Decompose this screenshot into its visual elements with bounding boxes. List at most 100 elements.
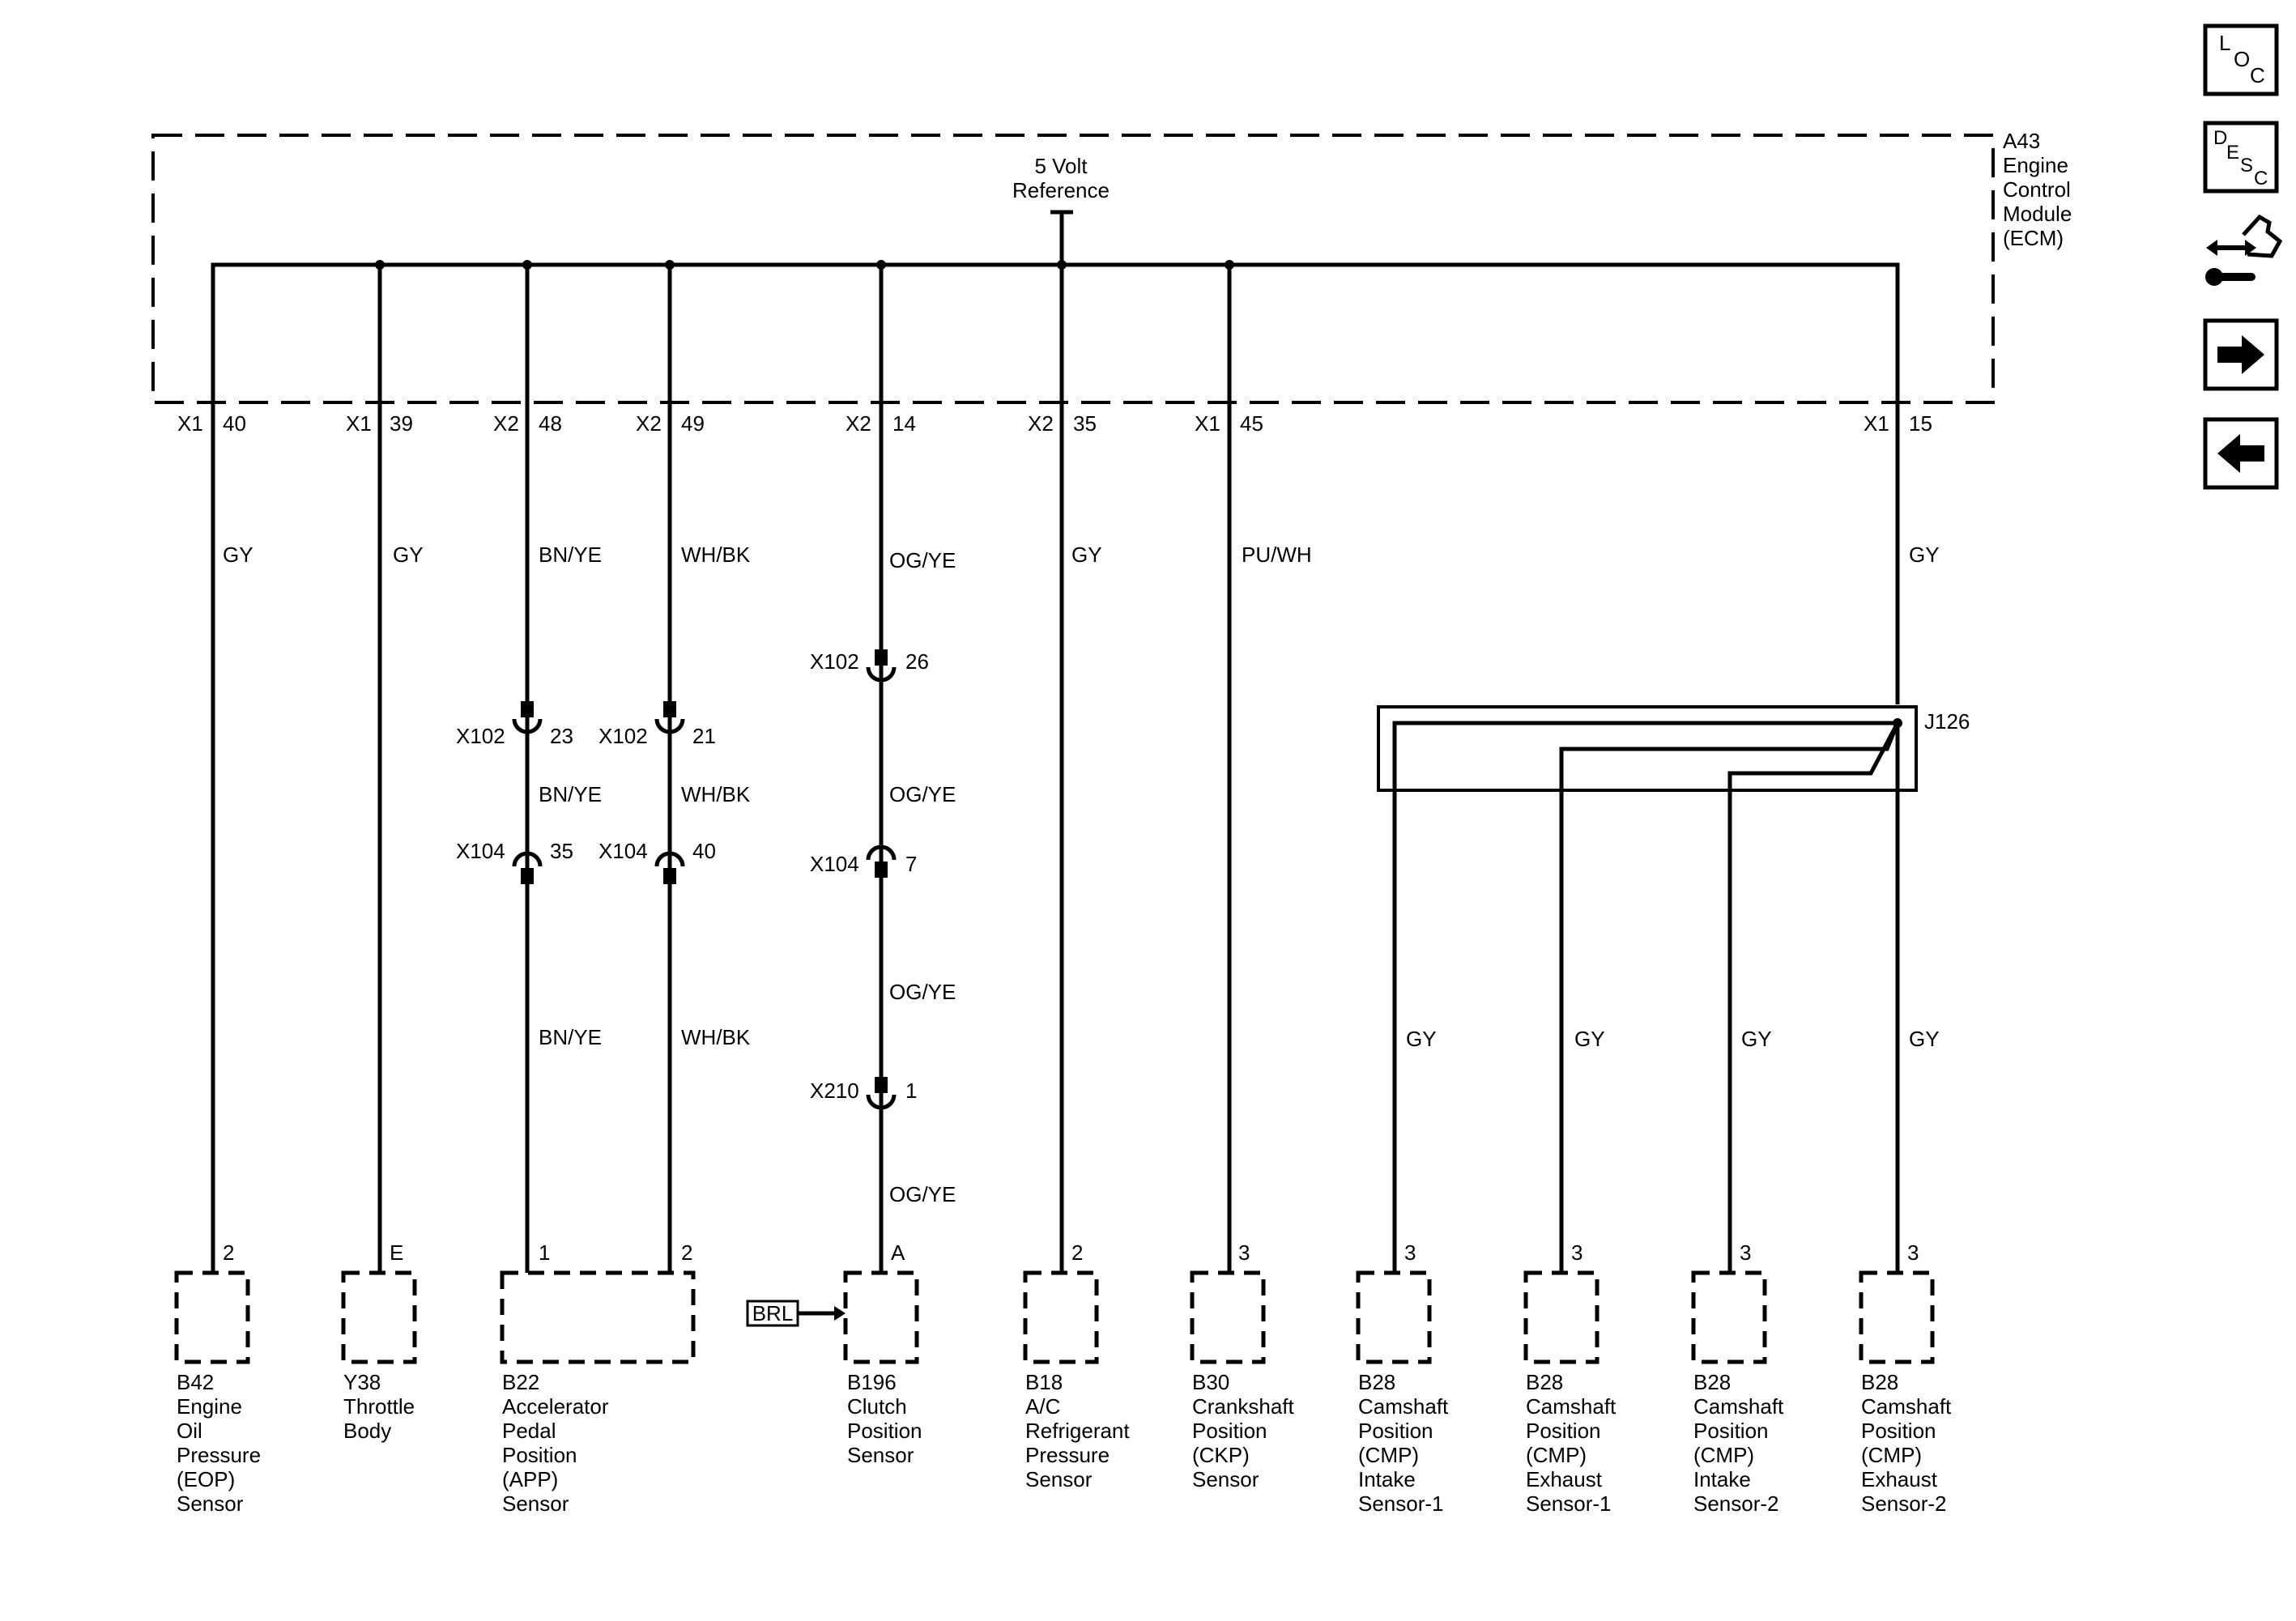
wire-color-label: GY <box>1909 1027 1940 1051</box>
device-label-line: (CKP) <box>1192 1443 1250 1467</box>
inline-connector-label: X102 <box>456 724 505 748</box>
device-label-line: B18 <box>1025 1370 1063 1394</box>
wire-color-label: GY <box>393 542 424 567</box>
previous-arrow-icon[interactable] <box>2203 417 2279 490</box>
device-outline <box>341 1270 417 1364</box>
inline-pin-label: 40 <box>692 839 716 863</box>
device-label-line: B28 <box>1861 1370 1898 1394</box>
connector-pin-symbol <box>663 868 676 884</box>
device-label-line: B28 <box>1693 1370 1731 1394</box>
wire-color-label: GY <box>1071 542 1102 567</box>
device-outline <box>500 1270 696 1364</box>
device-label-line: Position <box>1192 1419 1267 1443</box>
device-label-line: Crankshaft <box>1192 1394 1294 1419</box>
device-pin-label: 3 <box>1907 1240 1919 1265</box>
device-outline <box>1190 1270 1266 1364</box>
connector-socket-symbol <box>512 851 543 867</box>
device-label-line: B42 <box>177 1370 214 1394</box>
device-label-line: Intake <box>1693 1467 1751 1491</box>
double-arrow-right-head <box>2245 240 2256 256</box>
ecm-connector-label: X2 <box>493 411 519 436</box>
loc-letter: L <box>2219 31 2230 55</box>
device-outline <box>1523 1270 1600 1364</box>
device-b30-ckp-sensor: 3 B30 Crankshaft Position (CKP) Sensor <box>1190 1240 1294 1491</box>
device-b28-cmp-intake-2: 3 B28 Camshaft Position (CMP) Intake Sen… <box>1691 1240 1784 1516</box>
device-label-line: Throttle <box>343 1394 415 1419</box>
wire-color-label: GY <box>1909 542 1940 567</box>
connector-view-icon[interactable] <box>2205 214 2283 286</box>
inline-connector-label: X102 <box>598 724 648 748</box>
circuit-ac-pressure-sensor: X2 35 GY <box>1028 265 1102 1273</box>
device-pin-label: 2 <box>1071 1240 1083 1265</box>
inline-pin-label: 35 <box>550 839 573 863</box>
wire-color-label: OG/YE <box>889 980 956 1004</box>
device-label-line: Engine <box>177 1394 242 1419</box>
desc-button-frame[interactable] <box>2203 121 2279 194</box>
device-outline <box>1691 1270 1767 1364</box>
device-b18-ac-pressure-sensor: 2 B18 A/C Refrigerant Pressure Sensor <box>1023 1240 1130 1491</box>
wire-color-label: OG/YE <box>889 548 956 572</box>
connector-socket-symbol <box>654 851 685 867</box>
device-label-line: Position <box>1526 1419 1601 1443</box>
module-name-line: (ECM) <box>2003 226 2064 250</box>
ecm-pin-label: 14 <box>892 411 916 436</box>
double-arrow-left-head <box>2206 240 2217 256</box>
inline-connector-label: X102 <box>810 649 859 674</box>
reference-label-line: 5 Volt <box>1034 154 1088 178</box>
circuit-app-sensor-signal-2: X2 49 WH/BK X102 21 WH/BK X104 40 WH/BK <box>598 265 751 1273</box>
device-label-line: Camshaft <box>1693 1394 1784 1419</box>
next-arrow-icon[interactable] <box>2203 318 2279 391</box>
device-label-line: Sensor <box>847 1443 914 1467</box>
ecm-connector-label: X2 <box>1028 411 1054 436</box>
device-label-line: Position <box>1861 1419 1936 1443</box>
connector-pin-symbol <box>521 868 534 884</box>
inline-pin-label: 1 <box>905 1079 917 1103</box>
wire-color-label: WH/BK <box>681 542 751 567</box>
module-name-line: A43 <box>2003 129 2040 153</box>
connector-pin-symbol <box>875 1077 888 1093</box>
connector-pin-symbol <box>875 862 888 878</box>
loc-button[interactable]: L O C <box>2203 23 2279 96</box>
loc-letter: C <box>2250 63 2265 87</box>
brl-arrowhead <box>834 1306 846 1321</box>
loc-button-frame[interactable] <box>2203 23 2279 96</box>
desc-letter: C <box>2254 168 2268 189</box>
brl-reference[interactable]: BRL <box>746 1300 846 1327</box>
device-b28-cmp-exhaust-1: 3 B28 Camshaft Position (CMP) Exhaust Se… <box>1523 1240 1617 1516</box>
ecm-connector-label: X1 <box>346 411 372 436</box>
device-label-line: B28 <box>1358 1370 1395 1394</box>
device-outline <box>1356 1270 1432 1364</box>
inline-connector: X104 40 <box>598 839 716 884</box>
device-pin-label: 2 <box>681 1240 692 1265</box>
inline-connector: X104 35 <box>456 839 573 884</box>
inline-pin-label: 26 <box>905 649 929 674</box>
ecm-connector-label: X2 <box>636 411 662 436</box>
device-label-line: Y38 <box>343 1370 381 1394</box>
module-name-line: Control <box>2003 177 2071 202</box>
wire-color-label: BN/YE <box>539 1025 602 1049</box>
device-label-line: Camshaft <box>1358 1394 1449 1419</box>
ecm-pin-label: 39 <box>390 411 413 436</box>
device-label-line: (CMP) <box>1526 1443 1587 1467</box>
inline-connector: X102 26 <box>810 649 929 683</box>
splice-branch-wire <box>1727 721 1900 1273</box>
device-outline <box>174 1270 250 1364</box>
inline-connector: X210 1 <box>810 1077 917 1110</box>
brl-label: BRL <box>752 1301 794 1325</box>
wire-color-label: GY <box>1574 1027 1605 1051</box>
desc-button[interactable]: D E S C <box>2203 121 2279 194</box>
ecm-module-label: A43 Engine Control Module (ECM) <box>2003 129 2072 250</box>
device-label-line: Exhaust <box>1861 1467 1938 1491</box>
brl-box[interactable] <box>746 1300 799 1327</box>
circuit-eop-sensor: X1 40 GY <box>177 265 253 1273</box>
right-arrow-glyph <box>2217 335 2264 374</box>
inline-connector-label: X210 <box>810 1079 859 1103</box>
device-b42-eop-sensor: 2 B42 Engine Oil Pressure (EOP) Sensor <box>174 1240 261 1516</box>
device-pin-label: 3 <box>1404 1240 1416 1265</box>
left-arrow-glyph <box>2217 434 2264 473</box>
wrench-head <box>2205 268 2223 286</box>
desc-letter: D <box>2213 127 2227 149</box>
device-label-line: Sensor <box>177 1491 244 1516</box>
